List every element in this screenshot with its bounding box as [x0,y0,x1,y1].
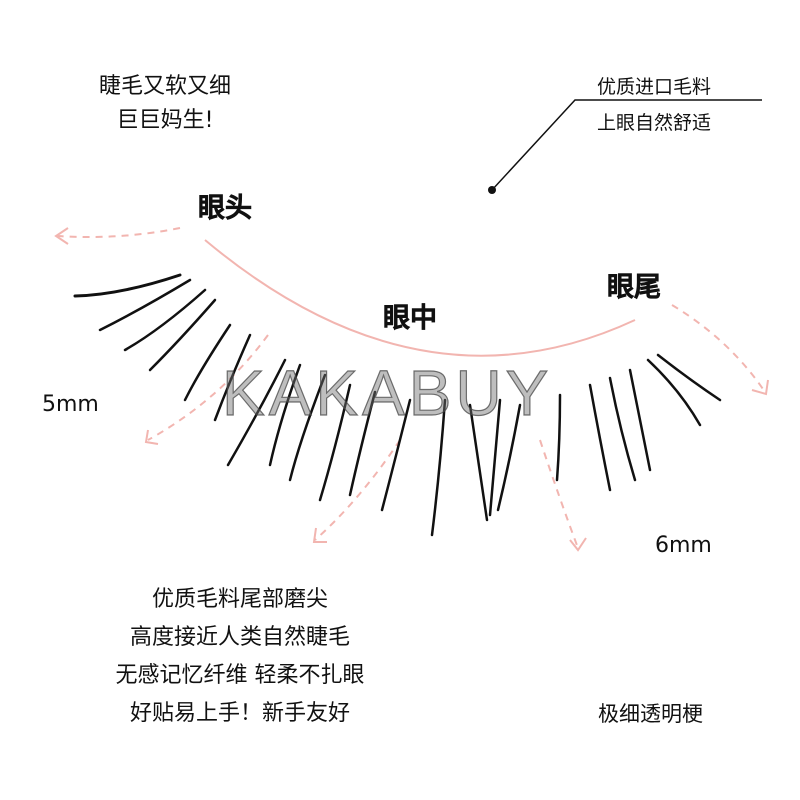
headline-line-2: 巨巨妈生! [116,108,214,133]
arrow-heads [54,227,769,552]
headline-line-1: 睫毛又软又细 [98,74,231,99]
band-note: 极细透明梗 [598,702,703,726]
watermark: KAKABUY [221,356,553,429]
leader-line [491,99,762,191]
length-outer: 6mm [655,533,712,558]
feature-1: 优质毛料尾部磨尖 [151,587,328,612]
lashes [73,273,722,537]
guide-arc [204,239,636,357]
zone-label-outer: 眼尾 [607,272,662,304]
material-note: 优质进口毛料 [597,76,712,98]
feature-4: 好贴易上手！新手友好 [129,701,350,726]
length-inner: 5mm [42,392,99,417]
leader-dot [488,186,496,194]
comfort-note: 上眼自然舒适 [597,112,712,134]
zone-label-inner: 眼头 [198,193,253,225]
zone-label-middle: 眼中 [383,303,438,335]
feature-2: 高度接近人类自然睫毛 [129,625,350,650]
direction-arrows [57,227,766,549]
feature-3: 无感记忆纤维 轻柔不扎眼 [115,663,365,688]
